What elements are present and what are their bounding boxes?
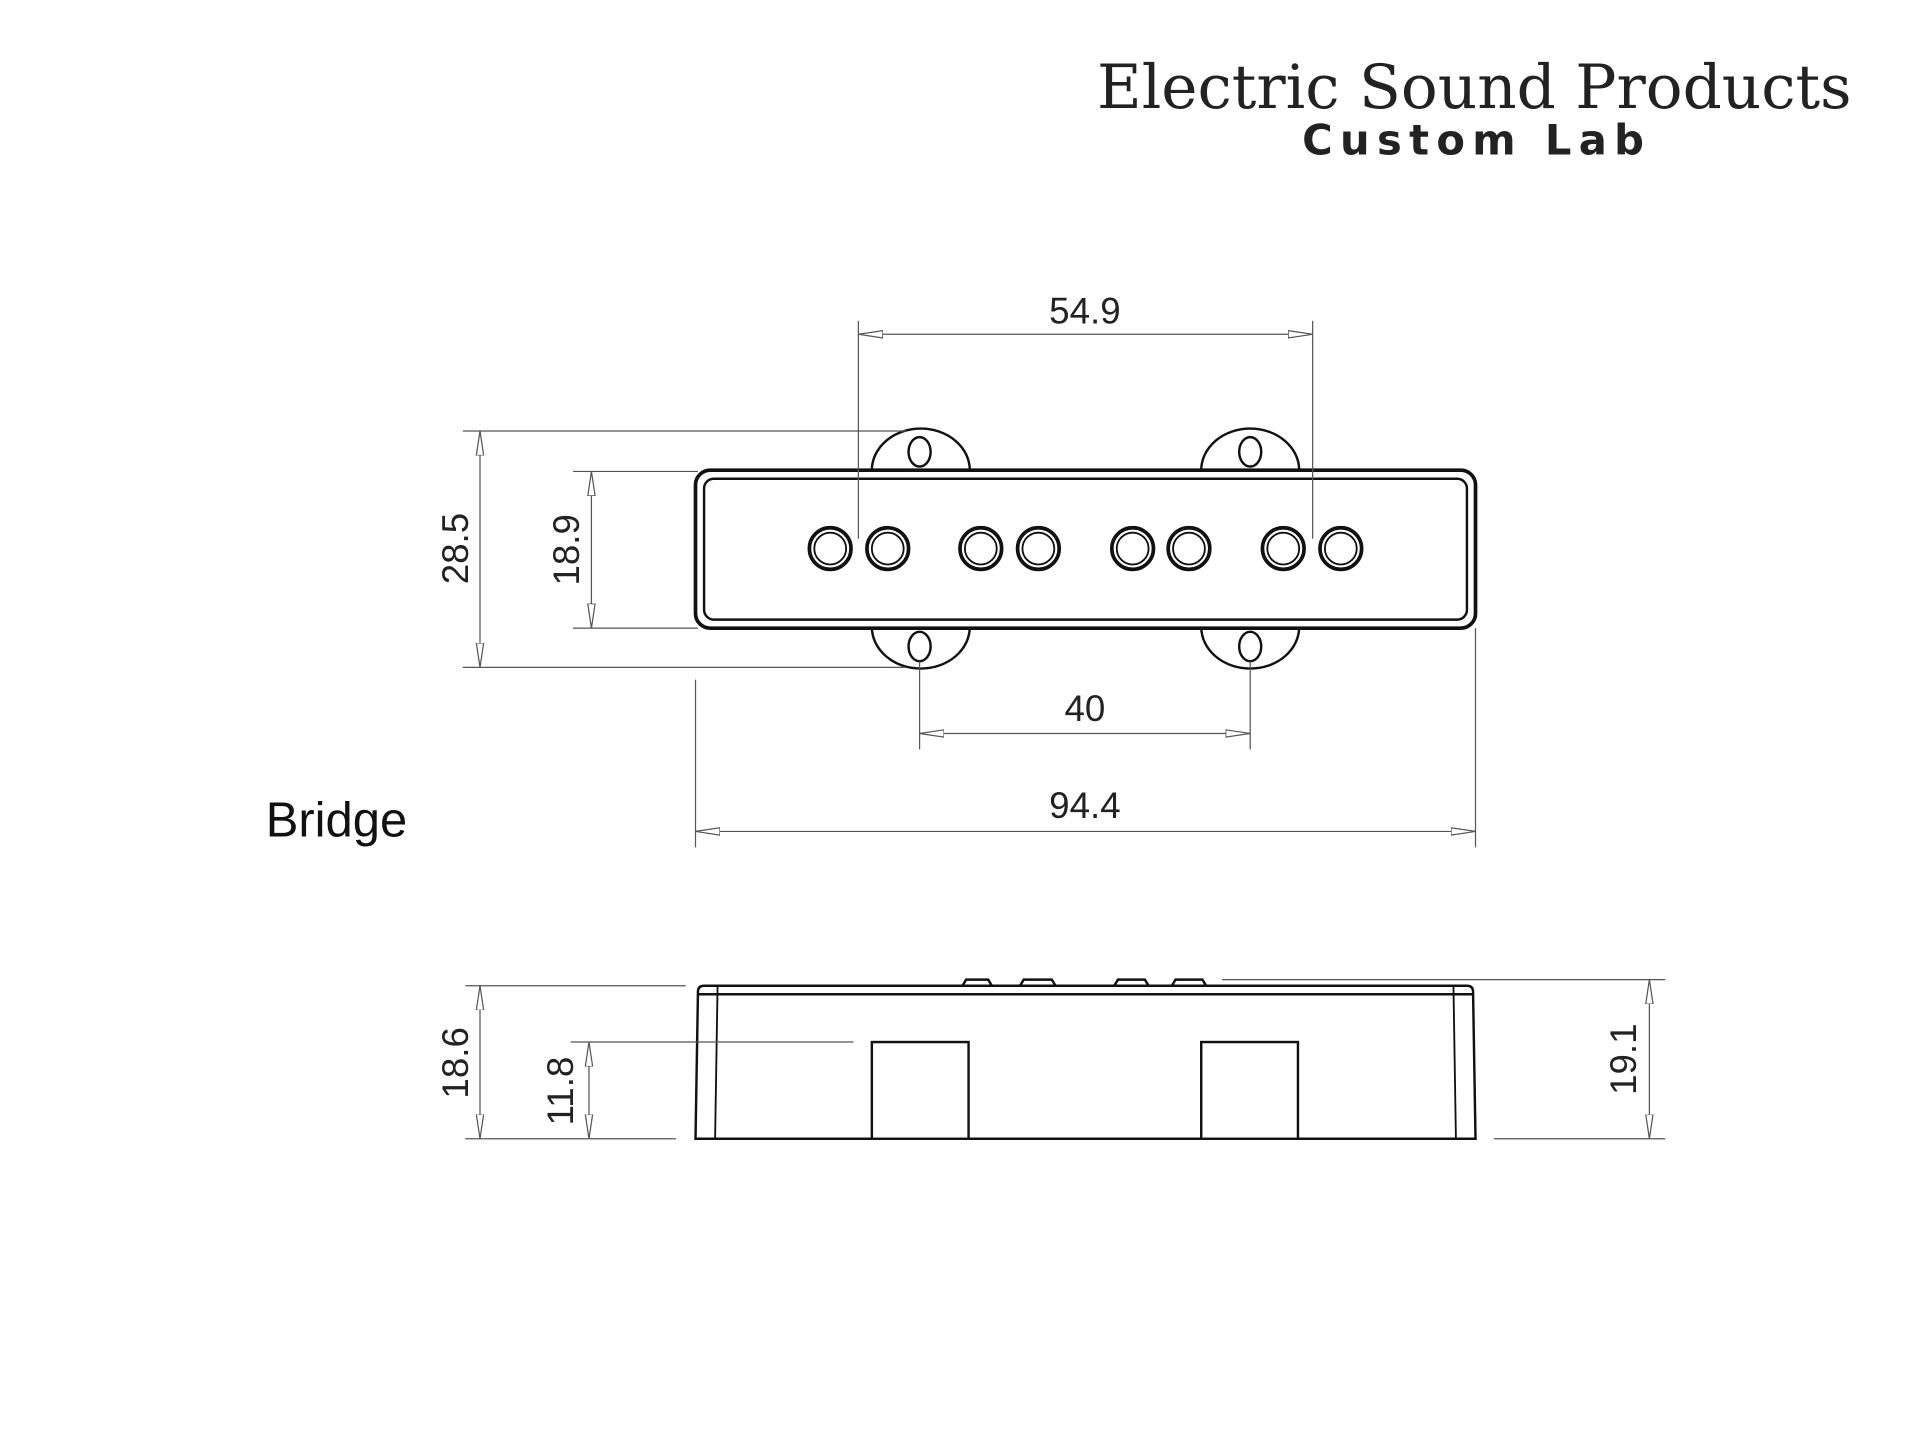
mount-foot — [870, 1040, 970, 1141]
screw-hole — [1237, 435, 1263, 468]
pole-piece — [870, 531, 905, 566]
pole-piece — [813, 531, 848, 566]
screw-hole — [907, 630, 932, 663]
side-view: 18.6 11.8 19.1 — [435, 978, 1666, 1141]
dim-overall-width: 28.5 — [435, 513, 476, 584]
brand-line1: Electric Sound Products — [1097, 52, 1852, 123]
brand-line2: Custom Lab — [1302, 115, 1651, 164]
dim-pole-span: 54.9 — [1049, 290, 1120, 331]
pole-piece — [1021, 531, 1056, 566]
screw-hole — [907, 435, 932, 468]
pole-piece — [963, 531, 998, 566]
screw-hole — [1237, 630, 1263, 663]
dim-foot-height: 11.8 — [540, 1057, 581, 1126]
brand-logo: Electric Sound Products Custom Lab — [1097, 52, 1852, 165]
pole-piece — [1323, 531, 1358, 566]
pole-tops — [960, 978, 1209, 987]
pole-pieces — [807, 525, 1364, 572]
dim-height-left: 18.6 — [435, 1027, 476, 1098]
dim-overall-length: 94.4 — [1049, 785, 1120, 826]
dim-body-width: 18.9 — [546, 514, 587, 585]
mount-foot — [1200, 1040, 1300, 1141]
dim-height-right: 19.1 — [1603, 1023, 1644, 1094]
pole-piece — [1266, 531, 1301, 566]
top-view: 54.9 28.5 18.9 40 94.4 — [435, 290, 1478, 848]
pole-piece — [1115, 531, 1150, 566]
pickup-cover — [702, 477, 1469, 621]
pole-piece — [1172, 531, 1206, 566]
view-label: Bridge — [266, 793, 408, 847]
side-body — [694, 984, 1477, 1140]
dim-mount-span: 40 — [1064, 688, 1105, 729]
